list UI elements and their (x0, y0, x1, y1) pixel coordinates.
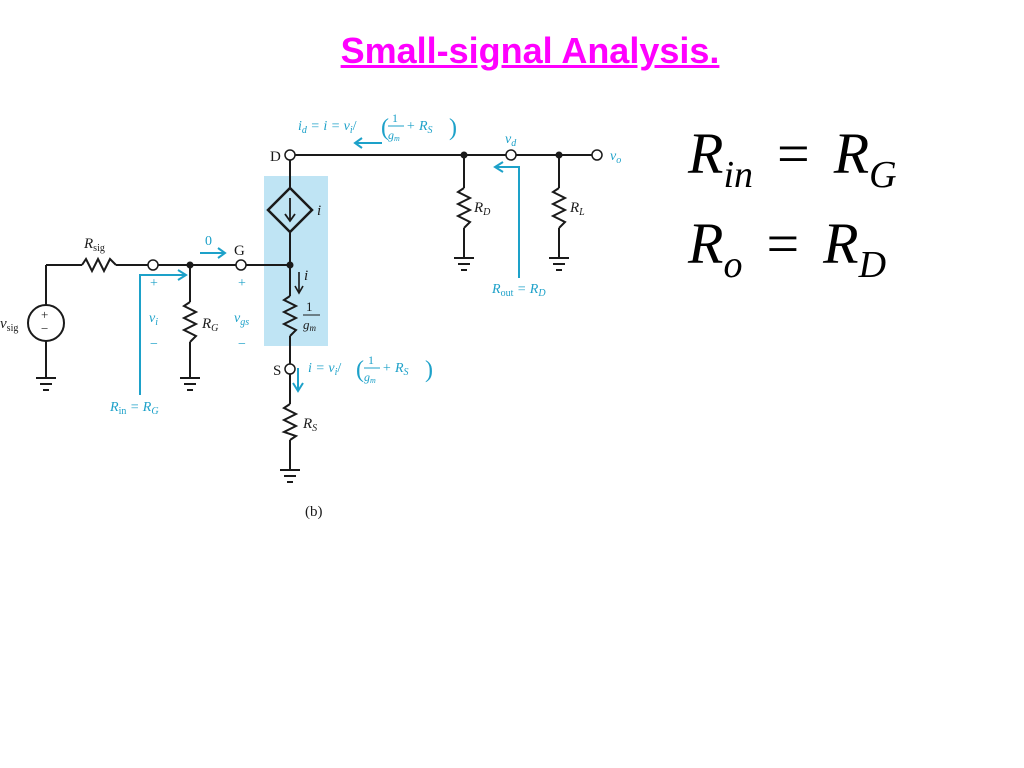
circuit-wires (27, 154, 592, 483)
terminals (147, 149, 603, 375)
rd-label: RD (473, 200, 491, 218)
vgs-minus: − (238, 337, 246, 352)
ground-symbols (36, 257, 569, 483)
current-i-small-label: i (304, 268, 308, 284)
is-expression: i = vi/ (308, 361, 341, 378)
svg-text:+ RS: + RS (382, 361, 409, 378)
resistor-rd (455, 187, 473, 229)
junctions (186, 151, 563, 269)
rs-label: RS (302, 416, 317, 434)
resistor-rsig (81, 256, 117, 274)
vo-label: vo (610, 149, 621, 166)
annotation-arrows (139, 137, 520, 395)
gm-fraction-den: gm (303, 317, 317, 333)
svg-text:1: 1 (368, 353, 374, 367)
current-i-label: i (317, 203, 321, 219)
rl-label: RL (569, 200, 585, 218)
source-minus: − (41, 321, 48, 336)
vgs-label: vgs (234, 311, 249, 328)
rg-label: RG (201, 316, 218, 334)
node-s-label: S (273, 363, 281, 379)
svg-text:1: 1 (392, 111, 398, 125)
mosfet-model-highlight (264, 176, 328, 346)
signal-source (27, 304, 65, 342)
svg-text:+ RS: + RS (406, 119, 433, 136)
gate-current-label: 0 (205, 234, 212, 249)
svg-text:gm: gm (388, 128, 400, 143)
resistor-rl (550, 187, 568, 229)
resistor-gm (281, 295, 299, 337)
equation-ro: Ro=RD (688, 211, 887, 286)
rout-annotation: Rout = RD (491, 282, 546, 299)
vi-label: vi (149, 311, 158, 328)
source-label: vsig (0, 316, 18, 334)
rin-annotation: Rin = RG (109, 400, 159, 417)
gm-fraction-num: 1 (306, 299, 313, 314)
page-title: Small-signal Analysis. (340, 30, 720, 71)
vi-minus: − (150, 337, 158, 352)
node-g-label: G (234, 243, 245, 259)
svg-text:gm: gm (364, 370, 376, 385)
id-expression: id = i = vi/ (298, 119, 357, 136)
dependent-current-source (266, 186, 314, 234)
resistor-rs (281, 403, 299, 441)
rsig-label: Rsig (83, 236, 105, 254)
svg-text:): ) (425, 357, 433, 383)
svg-text:(: ( (381, 115, 389, 141)
svg-text:(: ( (356, 357, 364, 383)
source-plus: + (41, 307, 48, 322)
vgs-plus: + (238, 276, 246, 291)
resistor-rg (181, 301, 199, 343)
figure-caption: (b) (305, 504, 323, 520)
vi-plus: + (150, 276, 158, 291)
vd-label: vd (505, 132, 517, 149)
svg-text:): ) (449, 115, 457, 141)
node-d-label: D (270, 149, 281, 165)
equation-rin: Rin=RG (688, 121, 897, 196)
